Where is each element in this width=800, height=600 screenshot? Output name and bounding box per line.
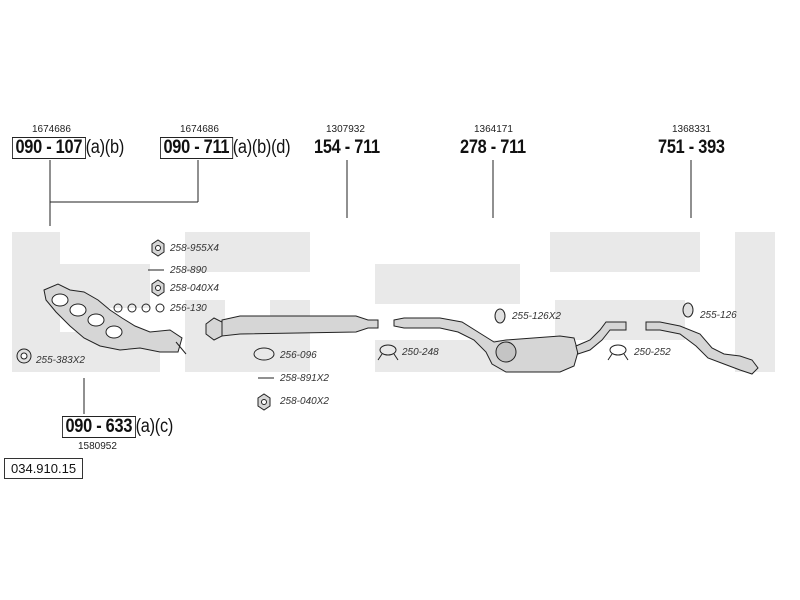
part-code-1[interactable]: 090 - 107(a)(b): [12, 137, 124, 159]
part-number-3: 1307932: [326, 124, 365, 135]
hardware-symbols: [16, 239, 694, 411]
ref-r3: 258-040X4: [170, 283, 219, 294]
front-pipe: [205, 315, 379, 341]
part-code-4[interactable]: 278 - 711: [460, 137, 526, 158]
part-number-5: 1368331: [672, 124, 711, 135]
part-code-5[interactable]: 751 - 393: [658, 137, 725, 158]
part-code-1-box: 090 - 107: [12, 137, 86, 159]
ref-r4: 256-130: [170, 303, 207, 314]
ref-r8: 258-040X2: [280, 396, 329, 407]
part-number-6: 1580952: [78, 441, 117, 452]
part-code-6-box: 090 - 633: [62, 416, 136, 438]
manifold-catalyst: [43, 283, 187, 355]
part-code-3[interactable]: 154 - 711: [314, 137, 380, 158]
part-code-1-suffix: (a)(b): [85, 137, 125, 158]
leader-lines: [49, 160, 692, 414]
middle-silencer: [393, 317, 627, 373]
diagram-code: 034.910.15: [4, 458, 84, 479]
watermark-band: [12, 232, 775, 372]
ref-r6: 256-096: [280, 350, 317, 361]
part-number-4: 1364171: [474, 124, 513, 135]
ref-r2: 258-890: [170, 265, 207, 276]
part-number-2: 1674686: [180, 124, 219, 135]
ref-r1: 258-955X4: [170, 243, 219, 254]
ref-r12: 255-126: [700, 310, 737, 321]
part-code-2[interactable]: 090 - 711(a)(b)(d): [160, 137, 291, 159]
ref-r5: 255-383X2: [36, 355, 85, 366]
part-number-1: 1674686: [32, 124, 71, 135]
ref-r7: 258-891X2: [280, 373, 329, 384]
rear-pipe: [645, 321, 759, 375]
part-code-2-suffix: (a)(b)(d): [232, 137, 291, 158]
part-code-6[interactable]: 090 - 633(a)(c): [62, 416, 173, 438]
ref-r11: 250-252: [634, 347, 671, 358]
ref-r10: 255-126X2: [512, 311, 561, 322]
part-code-2-box: 090 - 711: [160, 137, 233, 159]
ref-r9: 250-248: [402, 347, 439, 358]
part-code-6-suffix: (a)(c): [135, 416, 174, 437]
